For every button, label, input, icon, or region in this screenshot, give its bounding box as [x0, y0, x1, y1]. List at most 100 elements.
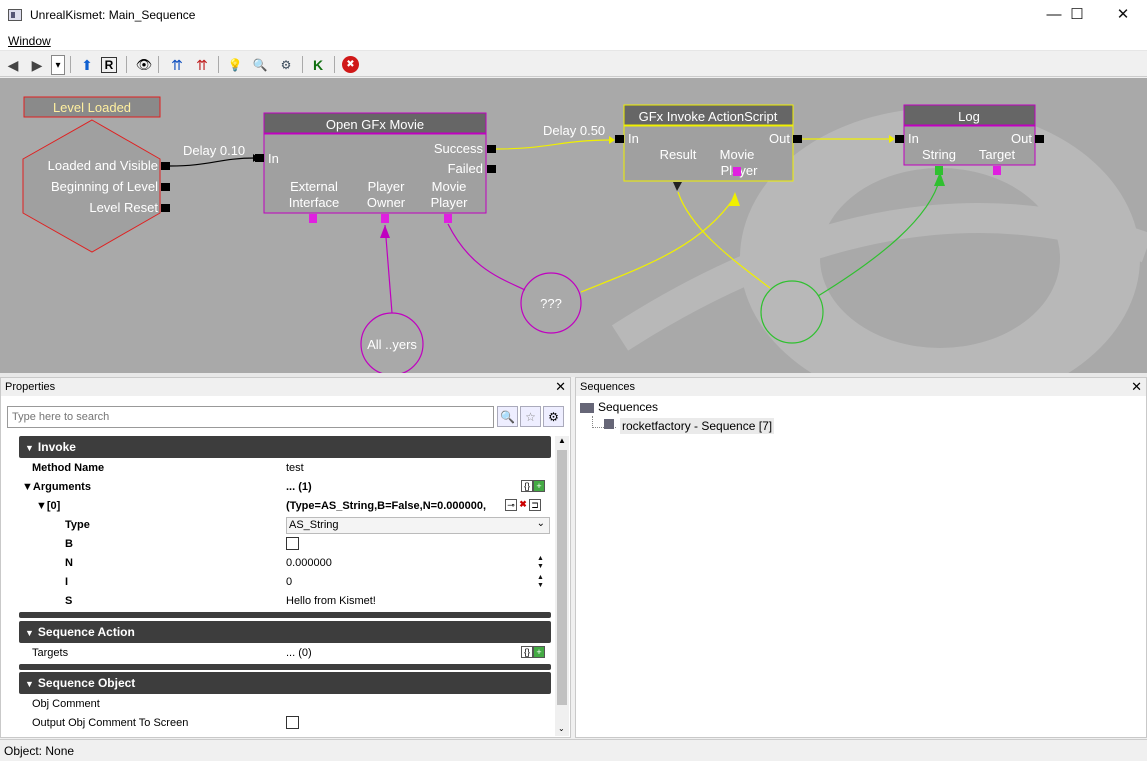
- open-gfx-success-label: Success: [434, 141, 484, 156]
- arguments-label: ▼Arguments: [22, 481, 91, 493]
- item-controls: ⊸✖⊐: [505, 499, 541, 512]
- delete-icon[interactable]: ✖: [519, 499, 527, 510]
- event-title: Level Loaded: [53, 100, 131, 115]
- magnifier-icon[interactable]: 🔍: [252, 58, 268, 72]
- all-players-variable[interactable]: [360, 312, 424, 373]
- category-invoke[interactable]: ▼Invoke: [19, 436, 551, 458]
- add-item-icon[interactable]: +: [533, 646, 545, 659]
- toolbar-divider: [334, 56, 335, 73]
- open-gfx-title: Open GFx Movie: [326, 117, 424, 132]
- kismet-canvas[interactable]: Level Loaded Loaded and Visible Beginnin…: [0, 78, 1147, 373]
- properties-scrollbar[interactable]: ▲ ⌄: [555, 436, 569, 736]
- type-select-value: AS_String: [289, 519, 339, 531]
- toolbar-divider: [158, 56, 159, 73]
- star-icon[interactable]: ☆: [520, 406, 541, 427]
- targets-value: ... (0): [286, 647, 312, 659]
- property-row[interactable]: ▼[0] (Type=AS_String,B=False,N=0.000000,…: [19, 497, 551, 516]
- i-value[interactable]: 0: [286, 576, 293, 588]
- property-row[interactable]: Output Obj Comment To Screen: [19, 714, 551, 733]
- menu-window[interactable]: Window: [8, 34, 51, 48]
- root-sequence-icon[interactable]: R: [101, 57, 117, 73]
- close-icon[interactable]: ✕: [1131, 379, 1142, 394]
- method-name-value[interactable]: test: [286, 462, 304, 474]
- app-icon: [8, 9, 22, 21]
- history-dropdown[interactable]: ▾: [51, 55, 65, 75]
- s-label: S: [65, 595, 73, 607]
- minimize-button[interactable]: —: [1046, 6, 1062, 23]
- status-text: Object: None: [4, 744, 75, 758]
- properties-search-input[interactable]: [7, 406, 494, 428]
- parent-sequence-icon[interactable]: ⬆: [81, 56, 93, 73]
- back-arrow-icon[interactable]: ◀: [7, 56, 19, 73]
- unknown-variable[interactable]: [520, 272, 582, 334]
- menu-bar: Window: [0, 31, 1147, 51]
- log-out-label: Out: [1011, 131, 1032, 146]
- toolbar-divider: [302, 56, 303, 73]
- invoke-result-label: Result: [660, 147, 697, 162]
- eye-icon[interactable]: 👁: [135, 57, 153, 72]
- type-select[interactable]: AS_String⌄: [286, 517, 550, 534]
- spinner-icon[interactable]: ▲▼: [537, 574, 544, 589]
- empty-array-icon[interactable]: {}: [521, 480, 533, 493]
- category-sequence-object[interactable]: ▼Sequence Object: [19, 672, 551, 694]
- forward-arrow-icon[interactable]: ▶: [31, 56, 43, 73]
- property-row[interactable]: Method Name test: [19, 459, 551, 478]
- kismet-icon[interactable]: K: [312, 57, 324, 73]
- close-icon[interactable]: ✕: [555, 379, 566, 394]
- gfx-invoke-actionscript-node[interactable]: GFx Invoke ActionScript In Out Result Mo…: [615, 104, 802, 191]
- arg0-value: (Type=AS_String,B=False,N=0.000000,: [286, 500, 487, 512]
- collapse-down-icon[interactable]: ⇈: [196, 56, 208, 73]
- scrollbar-thumb[interactable]: [557, 450, 567, 705]
- unknown-variable-label: ???: [540, 296, 562, 311]
- output-comment-label: Output Obj Comment To Screen: [32, 717, 189, 729]
- duplicate-icon[interactable]: ⊐: [529, 499, 541, 512]
- n-value[interactable]: 0.000000: [286, 557, 332, 569]
- log-title: Log: [958, 109, 980, 124]
- property-row[interactable]: Targets ... (0) {}+: [19, 644, 551, 663]
- title-bar: UnrealKismet: Main_Sequence — ☐ ✕: [0, 0, 1147, 31]
- maximize-button[interactable]: ☐: [1070, 6, 1084, 23]
- b-label: B: [65, 538, 73, 550]
- stop-icon[interactable]: ✖: [342, 56, 359, 73]
- all-players-label: All ..yers: [367, 337, 417, 352]
- property-row[interactable]: Type AS_String⌄: [19, 516, 551, 535]
- add-item-icon[interactable]: +: [533, 480, 545, 493]
- property-row[interactable]: N 0.000000 ▲▼: [19, 554, 551, 573]
- close-button[interactable]: ✕: [1116, 6, 1130, 23]
- open-gfx-movie-node[interactable]: Open GFx Movie In Success Failed Externa…: [255, 112, 496, 223]
- insert-icon[interactable]: ⊸: [505, 499, 517, 512]
- n-label: N: [65, 557, 73, 569]
- tree-item-rocketfactory[interactable]: rocketfactory - Sequence [7]: [620, 418, 775, 434]
- search-options-icon[interactable]: ⚙: [543, 406, 564, 427]
- property-row[interactable]: ▼Arguments ... (1) {}+: [19, 478, 551, 497]
- sequences-panel-title: Sequences ✕: [576, 378, 1146, 396]
- search-icon[interactable]: 🔍: [497, 406, 518, 427]
- output-comment-checkbox[interactable]: [286, 716, 299, 729]
- collapse-up-icon[interactable]: ⇈: [171, 56, 183, 73]
- scroll-down-icon[interactable]: ⌄: [558, 724, 565, 733]
- tree-root[interactable]: Sequences: [580, 400, 658, 414]
- scroll-up-icon[interactable]: ▲: [558, 436, 566, 445]
- log-node[interactable]: Log In Out String Target: [895, 104, 1044, 175]
- b-checkbox[interactable]: [286, 537, 299, 550]
- property-row[interactable]: Obj Comment: [19, 695, 551, 714]
- category-sequence-action[interactable]: ▼Sequence Action: [19, 621, 551, 643]
- var-movie-player-line1: Movie: [432, 179, 467, 194]
- spinner-icon[interactable]: ▲▼: [537, 555, 544, 570]
- array-controls: {}+: [521, 480, 545, 493]
- folder-icon: [580, 402, 594, 413]
- arguments-value: ... (1): [286, 481, 312, 493]
- empty-array-icon[interactable]: {}: [521, 646, 533, 659]
- level-loaded-event[interactable]: Level Loaded Loaded and Visible Beginnin…: [22, 96, 170, 253]
- result-variable[interactable]: [760, 280, 824, 344]
- property-row[interactable]: B: [19, 535, 551, 554]
- output-loaded-visible: Loaded and Visible: [48, 158, 158, 173]
- var-external-interface-line1: External: [290, 179, 338, 194]
- delay-label-1: Delay 0.10: [183, 143, 245, 158]
- property-row[interactable]: S Hello from Kismet!: [19, 592, 551, 611]
- property-row[interactable]: I 0 ▲▼: [19, 573, 551, 592]
- horizontal-splitter[interactable]: [0, 373, 1147, 377]
- s-value[interactable]: Hello from Kismet!: [286, 595, 376, 607]
- lightbulb-icon[interactable]: 💡: [227, 58, 243, 72]
- search-tool-icon[interactable]: ⚙: [280, 58, 292, 72]
